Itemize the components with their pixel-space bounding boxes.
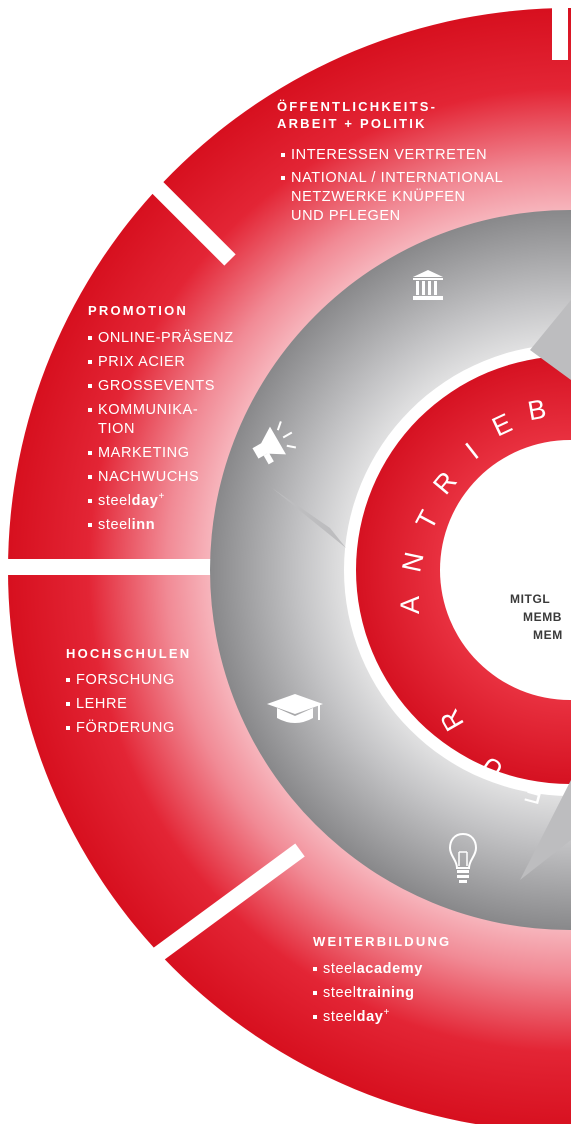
list-item-steelday: steelday+	[88, 492, 278, 511]
weiterbildung-list: steelacademy steeltraining steelday+	[313, 960, 513, 1032]
graduation-cap-icon	[265, 692, 325, 733]
ring-letter: A	[395, 596, 425, 615]
politik-title: ÖFFENTLICHKEITS- ARBEIT + POLITIK	[277, 98, 437, 132]
list-item: PRIX ACIER	[88, 353, 278, 372]
list-item: LEHRE	[66, 695, 246, 714]
brand-prefix: steel	[323, 961, 357, 977]
politik-list: INTERESSEN VERTRETEN NATIONAL / INTERNAT…	[281, 146, 561, 230]
politik-title-line-1: ÖFFENTLICHKEITS-	[277, 99, 438, 114]
list-item-cont: UND PFLEGEN	[281, 207, 561, 226]
list-item-cont: NETZWERKE KNÜPFEN	[281, 188, 561, 207]
list-item: KOMMUNIKA-	[88, 401, 278, 420]
brand-prefix: steel	[323, 1009, 357, 1025]
brand-prefix: steel	[98, 517, 132, 533]
list-item-steelday: steelday+	[313, 1008, 513, 1027]
brand-sup: +	[383, 1007, 390, 1019]
hochschulen-title: HOCHSCHULEN	[66, 646, 192, 661]
list-item: GROSSEVENTS	[88, 377, 278, 396]
segment-pointers	[272, 300, 571, 880]
brand-bold: inn	[131, 517, 156, 533]
ring-letter: B	[525, 393, 549, 427]
center-line-2: MEMB	[523, 610, 563, 624]
promotion-title: PROMOTION	[88, 303, 188, 318]
list-item-steelacademy: steelacademy	[313, 960, 513, 979]
list-item-cont: TION	[88, 420, 278, 439]
brand-bold: day	[131, 493, 159, 509]
building-icon	[411, 268, 445, 307]
list-item-steelinn: steelinn	[88, 516, 278, 535]
brand-bold: day	[356, 1009, 384, 1025]
list-item: NATIONAL / INTERNATIONAL	[281, 169, 561, 188]
brand-bold: training	[356, 985, 415, 1001]
brand-sup: +	[158, 491, 165, 503]
list-item: FÖRDERUNG	[66, 719, 246, 738]
list-item-text: NETZWERKE KNÜPFEN	[291, 189, 466, 205]
list-item-text: UND PFLEGEN	[291, 208, 401, 224]
brand-bold: academy	[356, 961, 423, 977]
list-item: FORSCHUNG	[66, 671, 246, 690]
weiterbildung-title: WEITERBILDUNG	[313, 934, 452, 949]
center-line-1: MITGL	[510, 592, 551, 606]
list-item: NACHWUCHS	[88, 468, 278, 487]
center-disc	[440, 440, 571, 700]
brand-prefix: steel	[98, 493, 132, 509]
center-line-3: MEM	[533, 628, 563, 642]
promotion-list: ONLINE-PRÄSENZ PRIX ACIER GROSSEVENTS KO…	[88, 329, 278, 540]
megaphone-icon	[242, 409, 315, 479]
list-item-steeltraining: steeltraining	[313, 984, 513, 1003]
ring-letter: N	[396, 549, 430, 575]
segment-dividers	[0, 0, 560, 975]
list-item: ONLINE-PRÄSENZ	[88, 329, 278, 348]
lightbulb-icon	[448, 832, 478, 889]
list-item: INTERESSEN VERTRETEN	[281, 146, 561, 165]
brand-prefix: steel	[323, 985, 357, 1001]
list-item-text: KOMMUNIKA-	[98, 402, 199, 418]
hochschulen-list: FORSCHUNG LEHRE FÖRDERUNG	[66, 671, 246, 743]
list-item-text: NATIONAL / INTERNATIONAL	[291, 170, 504, 186]
list-item: MARKETING	[88, 444, 278, 463]
list-item-text: TION	[98, 421, 136, 437]
politik-title-line-2: ARBEIT + POLITIK	[277, 116, 427, 131]
logo: SZ	[503, 487, 571, 572]
